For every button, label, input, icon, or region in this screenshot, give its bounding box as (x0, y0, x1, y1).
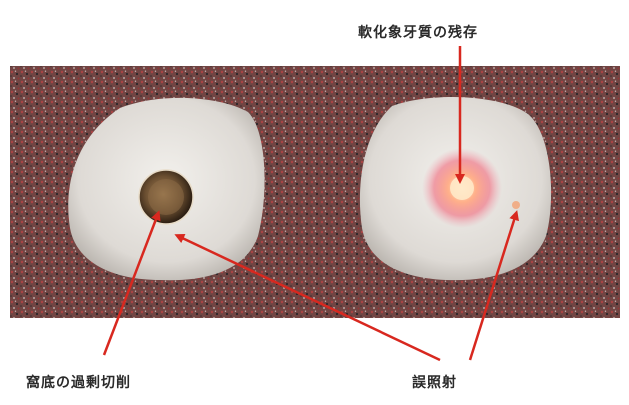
misirradiation-spot (512, 201, 520, 209)
label-misirradiation: 誤照射 (412, 372, 457, 392)
label-excessive-cutting: 窩底の過剰切削 (26, 372, 131, 392)
label-softened-dentin-remaining: 軟化象牙質の残存 (358, 22, 478, 42)
